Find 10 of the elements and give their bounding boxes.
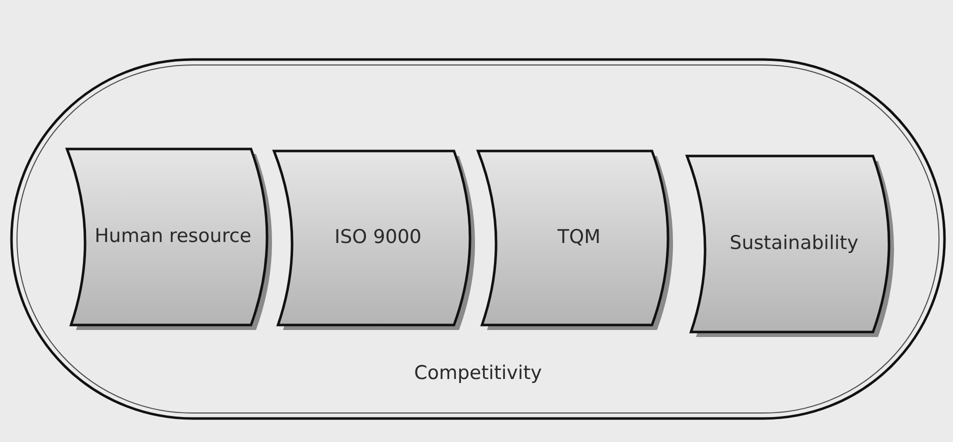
container-label: Competitivity [413,362,543,386]
curved-step-shape [272,149,478,333]
curved-step-shape [65,147,275,333]
curved-step-shape [685,154,897,340]
curved-step-shape [476,149,676,333]
step-label: ISO 9000 [333,225,422,250]
step-label: Sustainability [728,231,860,256]
step-label: Human resource [94,224,252,250]
step-label: TQM [556,225,602,250]
rounded-container [10,58,946,420]
